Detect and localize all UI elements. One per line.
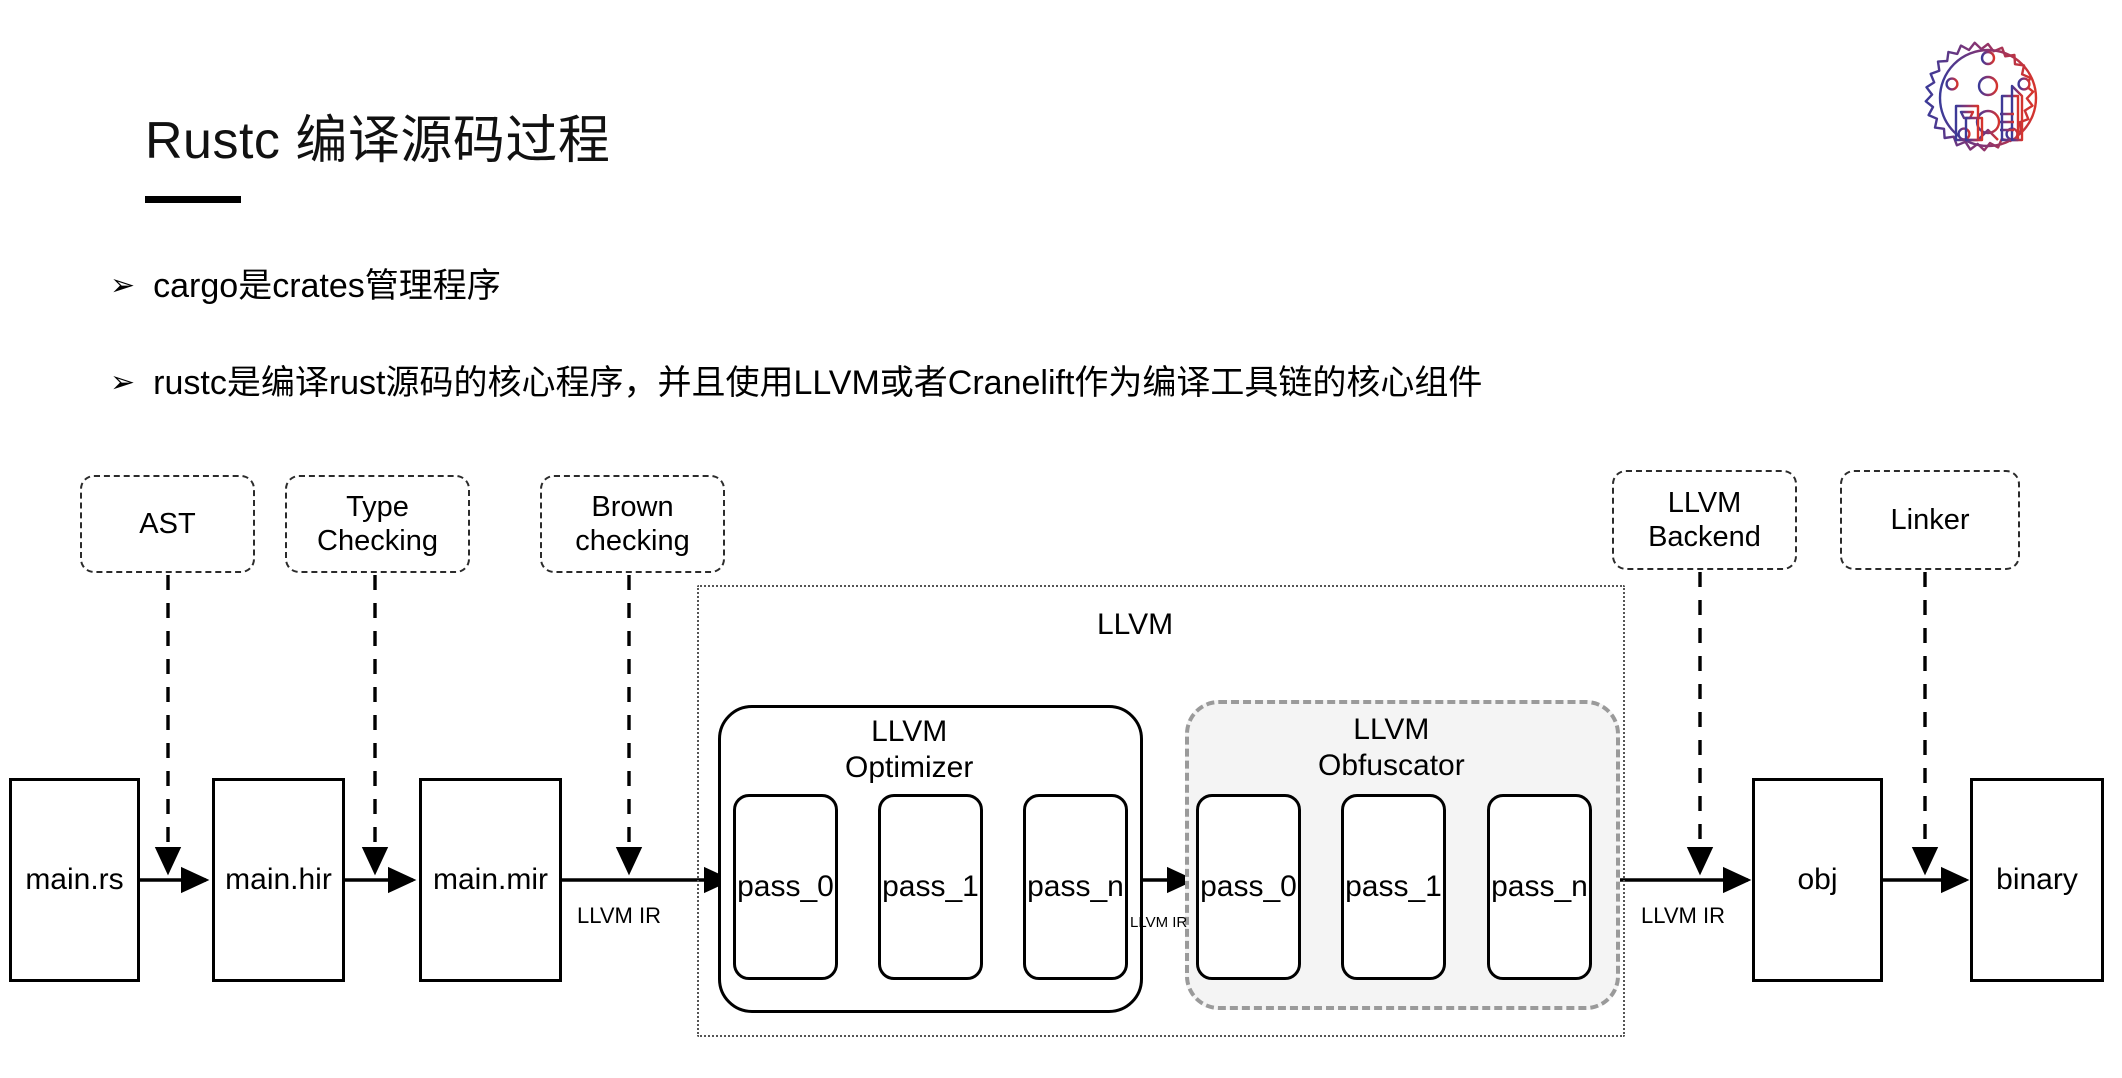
node-binary-label: binary [1996, 863, 2078, 896]
bullet-marker-icon: ➢ [110, 268, 136, 303]
pass-obfuscator-0-label: pass_0 [1200, 870, 1297, 903]
node-main-hir: main.hir [212, 778, 345, 982]
annotation-linker-label: Linker [1890, 503, 1970, 536]
pass-obfuscator-n-label: pass_n [1491, 870, 1588, 903]
annotation-ast-label: AST [139, 507, 196, 540]
pass-optimizer-1-label: pass_1 [882, 870, 979, 903]
annotation-linker: Linker [1840, 470, 2020, 570]
bullet-marker-icon: ➢ [110, 365, 136, 400]
node-main-mir: main.mir [419, 778, 562, 982]
bullet-item-1: ➢ rustc是编译rust源码的核心程序，并且使用LLVM或者Cranelif… [110, 363, 1482, 404]
node-main-rs: main.rs [9, 778, 140, 982]
edge-label-llvm-ir-mir: LLVM IR [577, 903, 661, 928]
node-obj: obj [1752, 778, 1883, 982]
bullet-item-0: ➢ cargo是crates管理程序 [110, 266, 501, 307]
group-llvm-container [697, 585, 1625, 1037]
node-obj-label: obj [1797, 863, 1838, 896]
pass-optimizer-1: pass_1 [878, 794, 983, 980]
bullet-text-0: cargo是crates管理程序 [153, 267, 501, 305]
edge-label-llvm-ir-mid: LLVM IR [1130, 914, 1188, 931]
shanghai-skyline-gear-badge-icon [1908, 18, 2068, 178]
node-main-rs-label: main.rs [25, 863, 124, 896]
pass-obfuscator-1-label: pass_1 [1345, 870, 1442, 903]
page-title: Rustc 编译源码过程 [145, 112, 611, 170]
node-main-hir-label: main.hir [225, 863, 332, 896]
node-binary: binary [1970, 778, 2104, 982]
pass-obfuscator-n: pass_n [1487, 794, 1592, 980]
node-main-mir-label: main.mir [432, 863, 548, 896]
pass-obfuscator-0: pass_0 [1196, 794, 1301, 980]
pass-optimizer-n-label: pass_n [1027, 870, 1124, 903]
edge-label-llvm-ir-backend: LLVM IR [1641, 903, 1725, 928]
pass-obfuscator-1: pass_1 [1341, 794, 1446, 980]
bullet-text-1: rustc是编译rust源码的核心程序，并且使用LLVM或者Cranelift作… [153, 364, 1483, 402]
annotation-ast: AST [80, 475, 255, 573]
pass-optimizer-n: pass_n [1023, 794, 1128, 980]
title-underline [145, 196, 241, 203]
group-llvm-container-label: LLVM [1097, 608, 1174, 641]
pass-optimizer-0-label: pass_0 [737, 870, 834, 903]
pass-optimizer-0: pass_0 [733, 794, 838, 980]
